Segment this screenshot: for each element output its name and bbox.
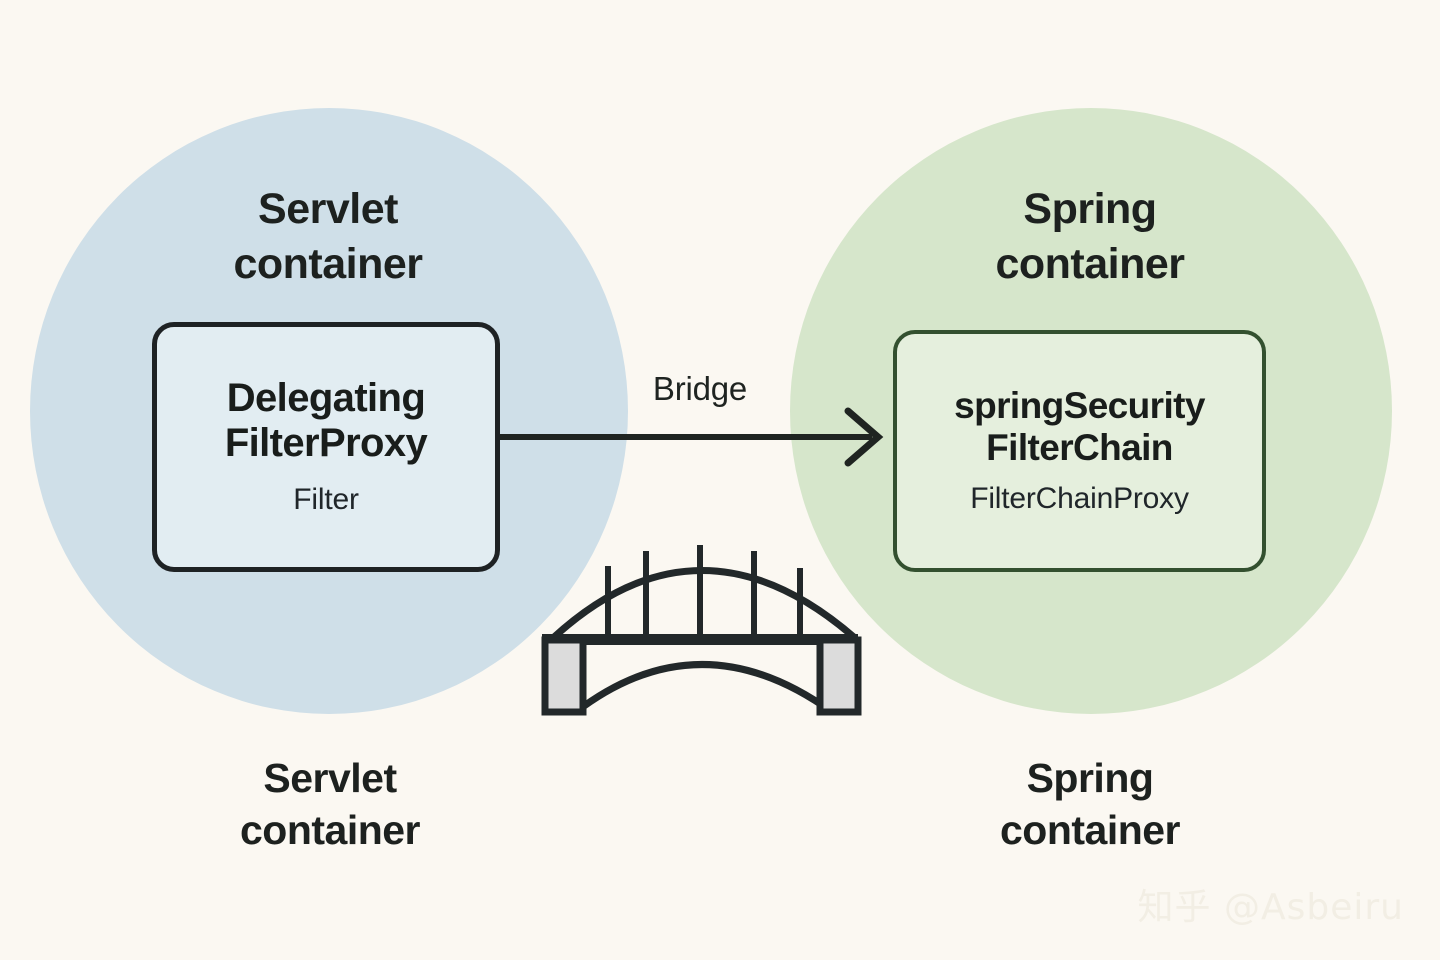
bridge-upper-arch xyxy=(550,567,858,641)
spring-security-filter-chain-node[interactable]: springSecurity FilterChain FilterChainPr… xyxy=(893,330,1266,572)
bridge-connector-label: Bridge xyxy=(652,370,748,407)
bridge-deck xyxy=(542,634,858,645)
servlet-container-title: Servlet container xyxy=(233,185,423,288)
spring-security-filter-chain-label: springSecurity FilterChain xyxy=(954,385,1205,468)
delegating-filter-proxy-label: Delegating FilterProxy xyxy=(224,375,428,465)
filter-chain-proxy-sublabel: FilterChainProxy xyxy=(970,481,1189,515)
delegating-filter-proxy-node[interactable]: Delegating FilterProxy Filter xyxy=(152,322,500,572)
spring-container-title: Spring container xyxy=(995,185,1185,288)
spring-container-bottom-label: Spring container xyxy=(999,755,1181,854)
bridge-pillar-right xyxy=(816,636,862,716)
bridge-pillar-left xyxy=(541,636,587,716)
delegating-filter-proxy-sublabel: Filter xyxy=(293,483,359,517)
bridge-icon xyxy=(541,545,862,716)
watermark: 知乎 @Asbeiru xyxy=(1137,887,1404,928)
bridge-lower-arch xyxy=(573,661,835,715)
servlet-container-bottom-label: Servlet container xyxy=(239,755,421,854)
